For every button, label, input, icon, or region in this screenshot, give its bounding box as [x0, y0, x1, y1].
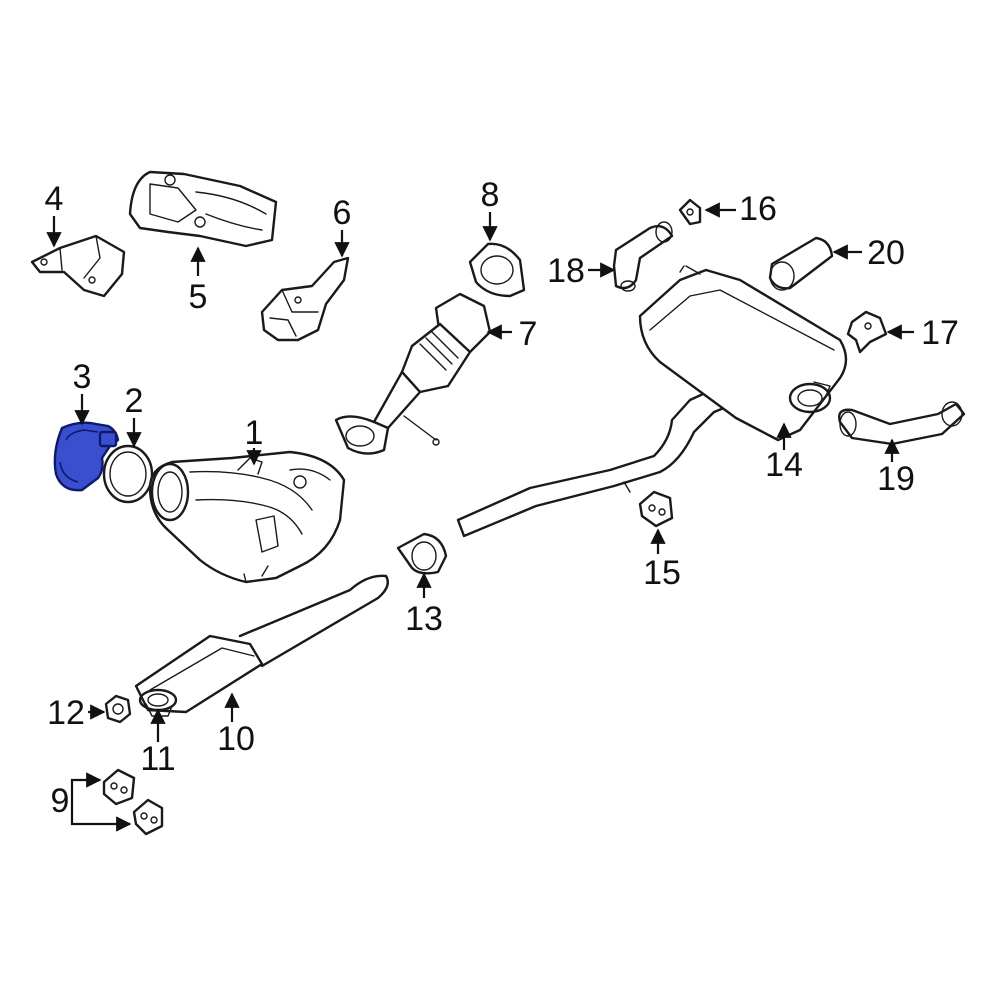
part-8-flange-gasket [468, 242, 526, 298]
callout-8: 8 [481, 176, 500, 214]
callout-1: 1 [245, 414, 264, 452]
part-1-catalytic-converter [148, 450, 346, 584]
callout-6: 6 [333, 194, 352, 232]
callout-5: 5 [189, 278, 208, 316]
callout-18: 18 [547, 252, 585, 290]
intermediate-pipe [456, 386, 736, 538]
part-12-nut [104, 694, 132, 724]
callout-19: 19 [877, 460, 915, 498]
callout-15: 15 [643, 554, 681, 592]
part-4-bracket [30, 234, 126, 298]
part-10-resonator [134, 574, 389, 714]
part-17-bracket [846, 310, 888, 354]
part-9-hangers [102, 768, 164, 836]
callout-11: 11 [140, 740, 175, 778]
callout-14: 14 [765, 446, 803, 484]
part-6-shield-bracket [260, 256, 350, 342]
callout-3: 3 [73, 358, 92, 396]
leader-9b [70, 800, 132, 832]
callout-2: 2 [125, 382, 144, 420]
part-5-heat-shield [128, 170, 278, 248]
callout-7: 7 [519, 315, 538, 353]
part-2-gasket [102, 444, 154, 504]
callout-13: 13 [405, 600, 443, 638]
callout-17: 17 [921, 314, 959, 352]
part-14-rear-muffler [638, 265, 848, 442]
leader-9 [70, 772, 102, 800]
callout-20: 20 [867, 234, 905, 272]
callout-16: 16 [739, 190, 777, 228]
part-15-hanger [638, 490, 674, 528]
part-19-tailpipe [838, 401, 966, 446]
part-20-exhaust-tip [768, 236, 834, 291]
part-18-tailpipe [612, 221, 674, 292]
part-3-clamp-highlighted[interactable] [53, 421, 120, 492]
callout-12: 12 [47, 694, 85, 732]
leader-lines [46, 202, 914, 832]
callout-9: 9 [51, 782, 70, 820]
callout-4: 4 [45, 180, 64, 218]
part-7-front-pipe [334, 292, 492, 455]
part-16-clip [678, 198, 702, 226]
callout-10: 10 [217, 720, 255, 758]
part-13-clamp-sleeve [396, 532, 448, 575]
callout-labels: 1 2 3 4 5 6 7 8 9 10 11 12 13 14 15 16 1… [45, 176, 959, 820]
